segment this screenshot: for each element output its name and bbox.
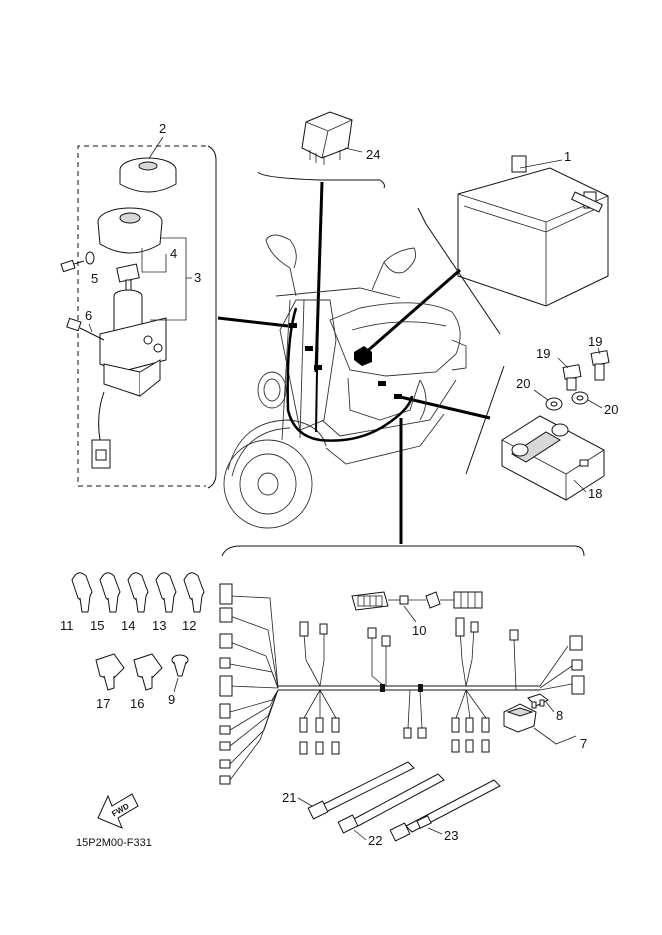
callout-8: 8 — [556, 708, 563, 723]
callout-21: 21 — [282, 790, 296, 805]
leader-9 — [173, 677, 179, 693]
main-switch-bracket — [207, 145, 217, 489]
scooter-illustration — [223, 234, 467, 529]
leader-2 — [147, 136, 164, 161]
bolt-part-19-left — [562, 364, 582, 391]
callout-16: 16 — [130, 696, 144, 711]
leader-19b — [597, 347, 601, 355]
battery-part-1 — [457, 155, 609, 307]
grommet-part-9 — [171, 654, 189, 677]
callout-20b: 20 — [604, 402, 618, 417]
harness-bracket — [221, 545, 585, 557]
callout-10: 10 — [412, 623, 426, 638]
regulator-bracket — [465, 365, 505, 475]
callout-15: 15 — [90, 618, 104, 633]
callout-19b: 19 — [588, 334, 602, 349]
bolt-part-19-right — [590, 350, 610, 381]
leader-18 — [573, 479, 587, 493]
washer-part-20-left — [545, 397, 563, 411]
cover-part-4 — [97, 207, 163, 254]
switch-body-part-3 — [99, 289, 167, 397]
leader-23 — [427, 827, 443, 835]
relay-bracket — [257, 171, 385, 189]
clamp-part-15 — [99, 572, 121, 613]
callout-19a: 19 — [536, 346, 550, 361]
key-part — [116, 263, 140, 293]
harness-left-connectors — [219, 583, 279, 785]
callout-4: 4 — [170, 246, 177, 261]
callout-1: 1 — [564, 149, 571, 164]
callout-12: 12 — [182, 618, 196, 633]
fuse-holder-part-7 — [503, 703, 537, 733]
leader-20b — [587, 399, 603, 409]
clamp-part-11 — [71, 572, 93, 613]
screw-part-6 — [66, 317, 105, 341]
callout-23: 23 — [444, 828, 458, 843]
cable-tie-part-23 — [389, 779, 501, 842]
leader-8 — [545, 701, 555, 713]
clamp-part-17 — [95, 653, 125, 691]
regulator-part-18 — [501, 415, 605, 501]
callout-13: 13 — [152, 618, 166, 633]
clamp-part-14 — [127, 572, 149, 613]
leader-10 — [403, 605, 417, 623]
cable-tie-part-22 — [337, 773, 445, 834]
callout-5: 5 — [91, 271, 98, 286]
battery-bracket — [417, 207, 501, 335]
fwd-arrow-icon: FWD — [97, 793, 139, 829]
diagram-code: 15P2M00-F331 — [76, 837, 152, 849]
leader-battery — [363, 268, 461, 356]
leader-20a — [533, 389, 549, 401]
callout-18: 18 — [588, 486, 602, 501]
leader-1 — [519, 159, 563, 169]
main-switch-dashed-box — [77, 145, 206, 487]
leader-main-switch — [217, 316, 289, 328]
switch-connector — [91, 439, 111, 469]
harness-branch — [315, 309, 319, 433]
callout-3: 3 — [194, 270, 201, 285]
callout-22: 22 — [368, 833, 382, 848]
callout-9: 9 — [168, 692, 175, 707]
harness-routing — [286, 307, 414, 442]
callout-17: 17 — [96, 696, 110, 711]
screw-part-5 — [60, 251, 95, 273]
leader-19a — [557, 357, 569, 369]
leader-3 — [150, 237, 187, 321]
fuse-part-8 — [527, 693, 549, 709]
clamp-part-13 — [155, 572, 177, 613]
callout-7: 7 — [580, 736, 587, 751]
coupler-detail — [351, 591, 483, 611]
relay-part-24 — [301, 111, 363, 165]
callout-20a: 20 — [516, 376, 530, 391]
harness-clamp-marks — [289, 323, 402, 399]
switch-wire — [98, 391, 105, 441]
callout-14: 14 — [121, 618, 135, 633]
leader-6 — [88, 323, 93, 333]
leader-22 — [353, 829, 367, 841]
leader-21 — [297, 797, 313, 807]
clamp-part-12 — [183, 572, 205, 613]
cable-tie-part-21 — [307, 761, 415, 820]
wire-harness-part-10 — [219, 583, 585, 785]
callout-24: 24 — [366, 147, 380, 162]
leader-7 — [533, 727, 577, 745]
leader-4 — [141, 248, 167, 273]
callout-6: 6 — [85, 308, 92, 323]
callout-2: 2 — [159, 121, 166, 136]
key-cap-part-2 — [119, 157, 177, 193]
callout-11: 11 — [60, 618, 74, 633]
clamp-row — [71, 572, 205, 613]
clamp-part-16 — [133, 653, 163, 691]
washer-part-20-right — [571, 391, 589, 405]
